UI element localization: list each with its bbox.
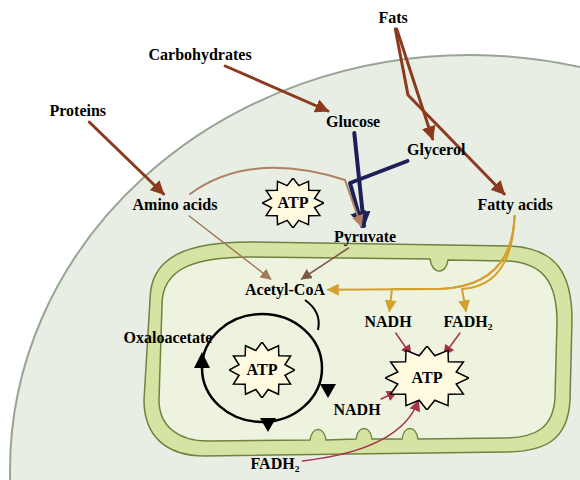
metabolite-label: Oxaloacetate (124, 329, 213, 347)
starburst-outline (229, 342, 295, 398)
node-label: Fats (379, 9, 408, 27)
node-label: NADH (334, 401, 381, 419)
cell-membrane (10, 55, 580, 480)
node-label: Carbohydrates (149, 46, 252, 64)
mitochondrion-inner-membrane (159, 257, 557, 441)
cycle-arrowhead (194, 352, 210, 368)
metabolite-label: Pyruvate (334, 228, 396, 246)
atp-starburst: ATP (262, 178, 324, 228)
flow-arrow (462, 216, 515, 311)
metabolite-label: Proteins (50, 102, 107, 120)
node-label: FADH₂ (251, 455, 300, 473)
flow-arrow (328, 216, 515, 290)
flow-arrow (189, 216, 271, 279)
metabolite-label: FADH₂ (444, 313, 493, 331)
node-label: Fatty acids (478, 196, 553, 214)
atp-starburst: ATP (385, 346, 469, 410)
flow-arrow (389, 216, 514, 311)
node-label: ATP (247, 361, 278, 379)
node-label: Pyruvate (334, 228, 396, 246)
flow-arrow (89, 122, 163, 194)
metabolite-label: Fats (379, 9, 408, 27)
node-label: Amino acids (133, 196, 218, 214)
flow-arrow (395, 29, 504, 194)
node-label: Glycerol (407, 141, 465, 159)
metabolite-label: Glucose (326, 113, 380, 131)
metabolite-label: Carbohydrates (149, 46, 252, 64)
flow-arrow (302, 248, 349, 279)
metabolite-label: NADH (365, 313, 412, 331)
node-label: ATP (412, 369, 443, 387)
node-label: NADH (365, 313, 412, 331)
node-label: ATP (278, 194, 309, 212)
node-label: Acetyl-CoA (245, 281, 325, 299)
metabolite-label: NADH (334, 401, 381, 419)
metabolite-label: Glycerol (407, 141, 465, 159)
atp-starburst: ATP (229, 342, 295, 398)
flow-arrow (397, 29, 433, 139)
mitochondrion-outer-membrane (144, 242, 572, 456)
flow-arrow (225, 66, 328, 111)
node-label: FADH₂ (444, 313, 493, 331)
cycle-entry-line (305, 300, 319, 330)
metabolite-label: Amino acids (133, 196, 218, 214)
node-label: Glucose (326, 113, 380, 131)
metabolite-label: Acetyl-CoA (245, 281, 325, 299)
cycle-arrowhead (320, 384, 336, 398)
flow-arrow (302, 401, 418, 461)
node-label: Proteins (50, 102, 107, 120)
node-label: Oxaloacetate (124, 329, 213, 347)
krebs-cycle (202, 314, 322, 422)
starburst-outline (385, 346, 469, 410)
cycle-arrowhead (260, 418, 276, 432)
metabolite-label: FADH₂ (251, 455, 300, 473)
starburst-outline (262, 178, 324, 228)
metabolite-label: Fatty acids (478, 196, 553, 214)
